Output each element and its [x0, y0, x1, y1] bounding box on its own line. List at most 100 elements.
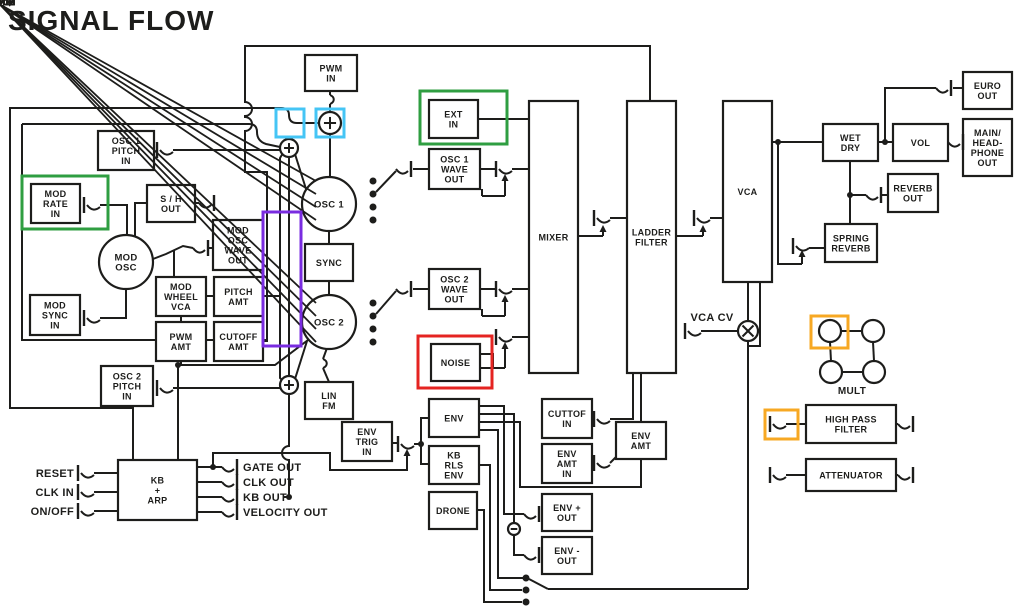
junction-dot [175, 362, 181, 368]
mult-1-node [817, 318, 843, 344]
wire [829, 341, 832, 362]
spring-in-jack-icon [791, 238, 810, 254]
wet-dry-box [821, 122, 880, 163]
wire [777, 142, 802, 265]
ext-in-box [427, 98, 480, 140]
junction-dot [775, 139, 781, 145]
sync-label: SYNC [316, 258, 342, 268]
osc2-pitch-jack-icon [155, 380, 174, 396]
mod-osc-wave-jack-icon [192, 240, 210, 256]
env-minus-out-box [540, 535, 594, 576]
normal-arrow-icon [501, 295, 509, 302]
label-on-off: ON/OFF [31, 506, 74, 518]
hl-mod-rate-green [20, 174, 110, 231]
clk-in-jack-icon [76, 484, 95, 500]
normal-arrow-icon [501, 174, 509, 181]
wire [134, 202, 147, 239]
mixer-out-jack-icon [592, 210, 611, 226]
gate-out-jack-icon [221, 459, 239, 475]
mult-3-node [818, 359, 844, 385]
clk-out-jack-icon [221, 474, 239, 490]
osc1-label: OSC 1 [314, 200, 344, 211]
normal-arrow-icon [599, 225, 607, 232]
cuttof-in-box [540, 397, 594, 440]
drone-label: DRONE [436, 506, 470, 516]
label-mult: MULT [838, 386, 866, 397]
osc1-node [300, 175, 358, 233]
env-trig-in-box [340, 420, 394, 463]
mod-sync-jack-icon [82, 310, 101, 326]
wire [180, 339, 309, 366]
mult-2-node [860, 318, 886, 344]
kb-arp-label: KB+ARP [148, 476, 168, 506]
wire [279, 296, 284, 382]
spring-reverb-box [823, 222, 879, 264]
junction-dot [286, 494, 292, 500]
label-velocity-out: VELOCITY OUT [243, 507, 328, 519]
noise-box [429, 342, 482, 383]
wire [294, 340, 308, 380]
normal-arrow-icon [403, 449, 411, 456]
hl-noise-red [416, 334, 494, 390]
wire [479, 464, 522, 591]
velocity-out-jack-icon [221, 504, 239, 520]
filter-out-jack-icon [692, 210, 711, 226]
selector-dot [369, 216, 377, 224]
wire [477, 509, 522, 603]
on-off-jack-icon [76, 503, 95, 519]
selector-dot [369, 190, 377, 198]
cutoff-amt-box [212, 320, 265, 363]
env-plus-out-label: ENV +OUT [553, 503, 581, 523]
mixer-osc1-jack-icon [494, 161, 513, 177]
att-in-jack-icon [768, 467, 787, 483]
vca-mult-x [741, 324, 755, 338]
hpf-in-jack-icon [768, 416, 787, 432]
wire [610, 373, 634, 420]
wire [375, 170, 397, 193]
sync-box [303, 242, 355, 283]
wire [212, 452, 408, 471]
selector-dot [369, 325, 377, 333]
wire [479, 421, 642, 488]
cuttof-in-jack-icon [592, 411, 611, 427]
euro-jack-icon [935, 80, 953, 96]
label-reset: RESET [36, 468, 74, 480]
osc1-pitch-in-box [96, 129, 156, 172]
vca-box [721, 99, 774, 284]
hl-hop-blue [274, 107, 306, 139]
selector-dot [369, 338, 377, 346]
vca-cv-jack-icon [683, 323, 702, 339]
lin-fm-box [303, 380, 355, 421]
label-vca-cv: VCA CV [691, 312, 734, 324]
normal-arrow-icon [501, 342, 509, 349]
wire [414, 417, 429, 445]
normal-arrow-icon [699, 225, 707, 232]
mixer-label: MIXER [538, 233, 568, 243]
label-clk-out: CLK OUT [243, 477, 294, 489]
mod-wheel-vca-box [154, 275, 208, 318]
vol-label: VOL [911, 138, 931, 148]
mixer-box [527, 99, 580, 375]
wire [479, 429, 523, 579]
mod-osc-node [97, 233, 155, 291]
